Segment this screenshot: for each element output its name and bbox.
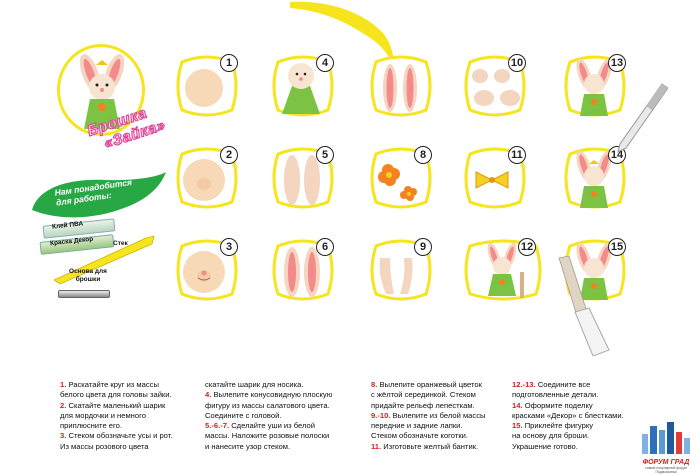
step-number: 4: [316, 54, 334, 72]
step-number: 2: [220, 146, 238, 164]
green-brush-stroke: [32, 172, 166, 218]
instructions-col-4: 12.-13. Соедините все подготовленные дет…: [512, 380, 624, 451]
step-12: 12: [462, 236, 544, 304]
step-13: 13: [562, 52, 628, 120]
brooch-base-pin: [58, 290, 110, 298]
step-number: 10: [508, 54, 526, 72]
step-15: 15: [562, 236, 628, 304]
step-2: 2: [174, 144, 240, 212]
step-10: 10: [462, 52, 528, 120]
city-skyline-icon: [642, 422, 690, 454]
glue-brush-tool: [558, 256, 610, 356]
logo-name: ФОРУМ ГРАД: [642, 459, 690, 466]
step-11: 11: [462, 144, 528, 212]
head-ball: [185, 69, 223, 107]
step-number: 6: [316, 238, 334, 256]
stack-label: Стек: [113, 240, 128, 247]
step-number: 8: [414, 146, 432, 164]
yellow-ribbon-decor: [290, 1, 394, 68]
step-5: 5: [270, 144, 336, 212]
step-number: 12: [518, 238, 536, 256]
step-3: 3: [174, 236, 240, 304]
step-number: 3: [220, 238, 238, 256]
step-4: 4: [270, 52, 336, 120]
stack-tool: [53, 235, 155, 284]
step-number: 15: [608, 238, 626, 256]
logo-tagline: самый популярный форум Подмосковья: [645, 466, 687, 474]
step-number: 14: [608, 146, 626, 164]
paint-pen-tool: [617, 83, 668, 153]
step-8: 8: [368, 144, 434, 212]
step-14: 14: [562, 144, 628, 212]
step-number: 11: [508, 146, 526, 164]
step-number: 13: [608, 54, 626, 72]
step-1: 1: [174, 52, 240, 120]
finished-bunny-medallion: [57, 44, 145, 136]
base-label: Основа для брошки: [69, 268, 107, 283]
step-number: 9: [414, 238, 432, 256]
step-number: 5: [316, 146, 334, 164]
step-6: 6: [270, 236, 336, 304]
instructions-col-3: 8. Вылепите оранжевый цветок с жёлтой се…: [371, 380, 486, 451]
forum-logo: ФОРУМ ГРАД самый популярный форум Подмос…: [636, 420, 696, 474]
step-9: 9: [368, 236, 434, 304]
step-number: 1: [220, 54, 238, 72]
instructions-col-2: скатайте шарик для носика. 4. Вылепите к…: [205, 380, 333, 451]
instructions-col-1: 1. Раскатайте круг из массы белого цвета…: [60, 380, 173, 451]
step-7: [368, 52, 434, 120]
